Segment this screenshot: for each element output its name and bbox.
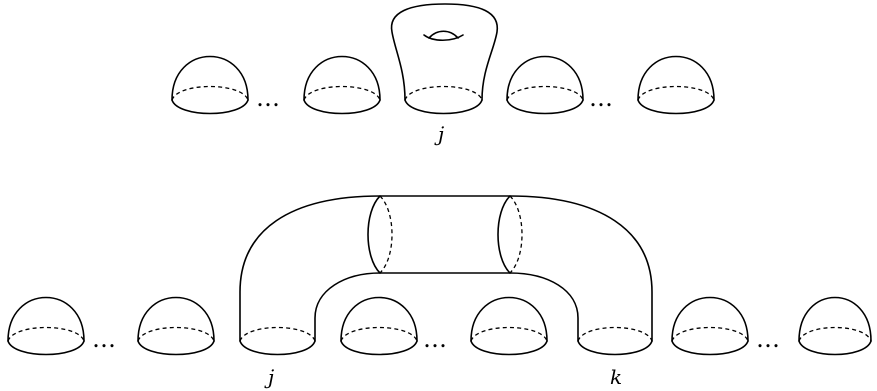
label-j-top: j bbox=[434, 122, 444, 146]
hemisphere-cap bbox=[671, 296, 749, 356]
hemisphere-cap bbox=[340, 296, 418, 356]
hemisphere-cap bbox=[171, 55, 249, 115]
tube-handle bbox=[239, 195, 653, 356]
ellipsis-bottom-left: … bbox=[92, 325, 116, 353]
hemisphere-cap bbox=[798, 296, 872, 356]
ellipsis-right: … bbox=[589, 84, 613, 112]
hemisphere-cap bbox=[137, 296, 215, 356]
hemisphere-cap bbox=[506, 55, 584, 115]
torus-cap bbox=[390, 3, 498, 115]
ellipsis-left: … bbox=[256, 84, 280, 112]
hemisphere-cap bbox=[303, 55, 381, 115]
bottom-row: … bbox=[7, 195, 872, 389]
ellipsis-bottom-middle: … bbox=[423, 325, 447, 353]
top-row: … … j bbox=[171, 3, 715, 146]
hemisphere-cap bbox=[637, 55, 715, 115]
ellipsis-bottom-right: … bbox=[756, 325, 780, 353]
label-k-bottom: k bbox=[610, 365, 622, 389]
hemisphere-cap bbox=[470, 296, 548, 356]
label-j-bottom: j bbox=[264, 365, 274, 389]
hemisphere-cap bbox=[7, 296, 85, 356]
